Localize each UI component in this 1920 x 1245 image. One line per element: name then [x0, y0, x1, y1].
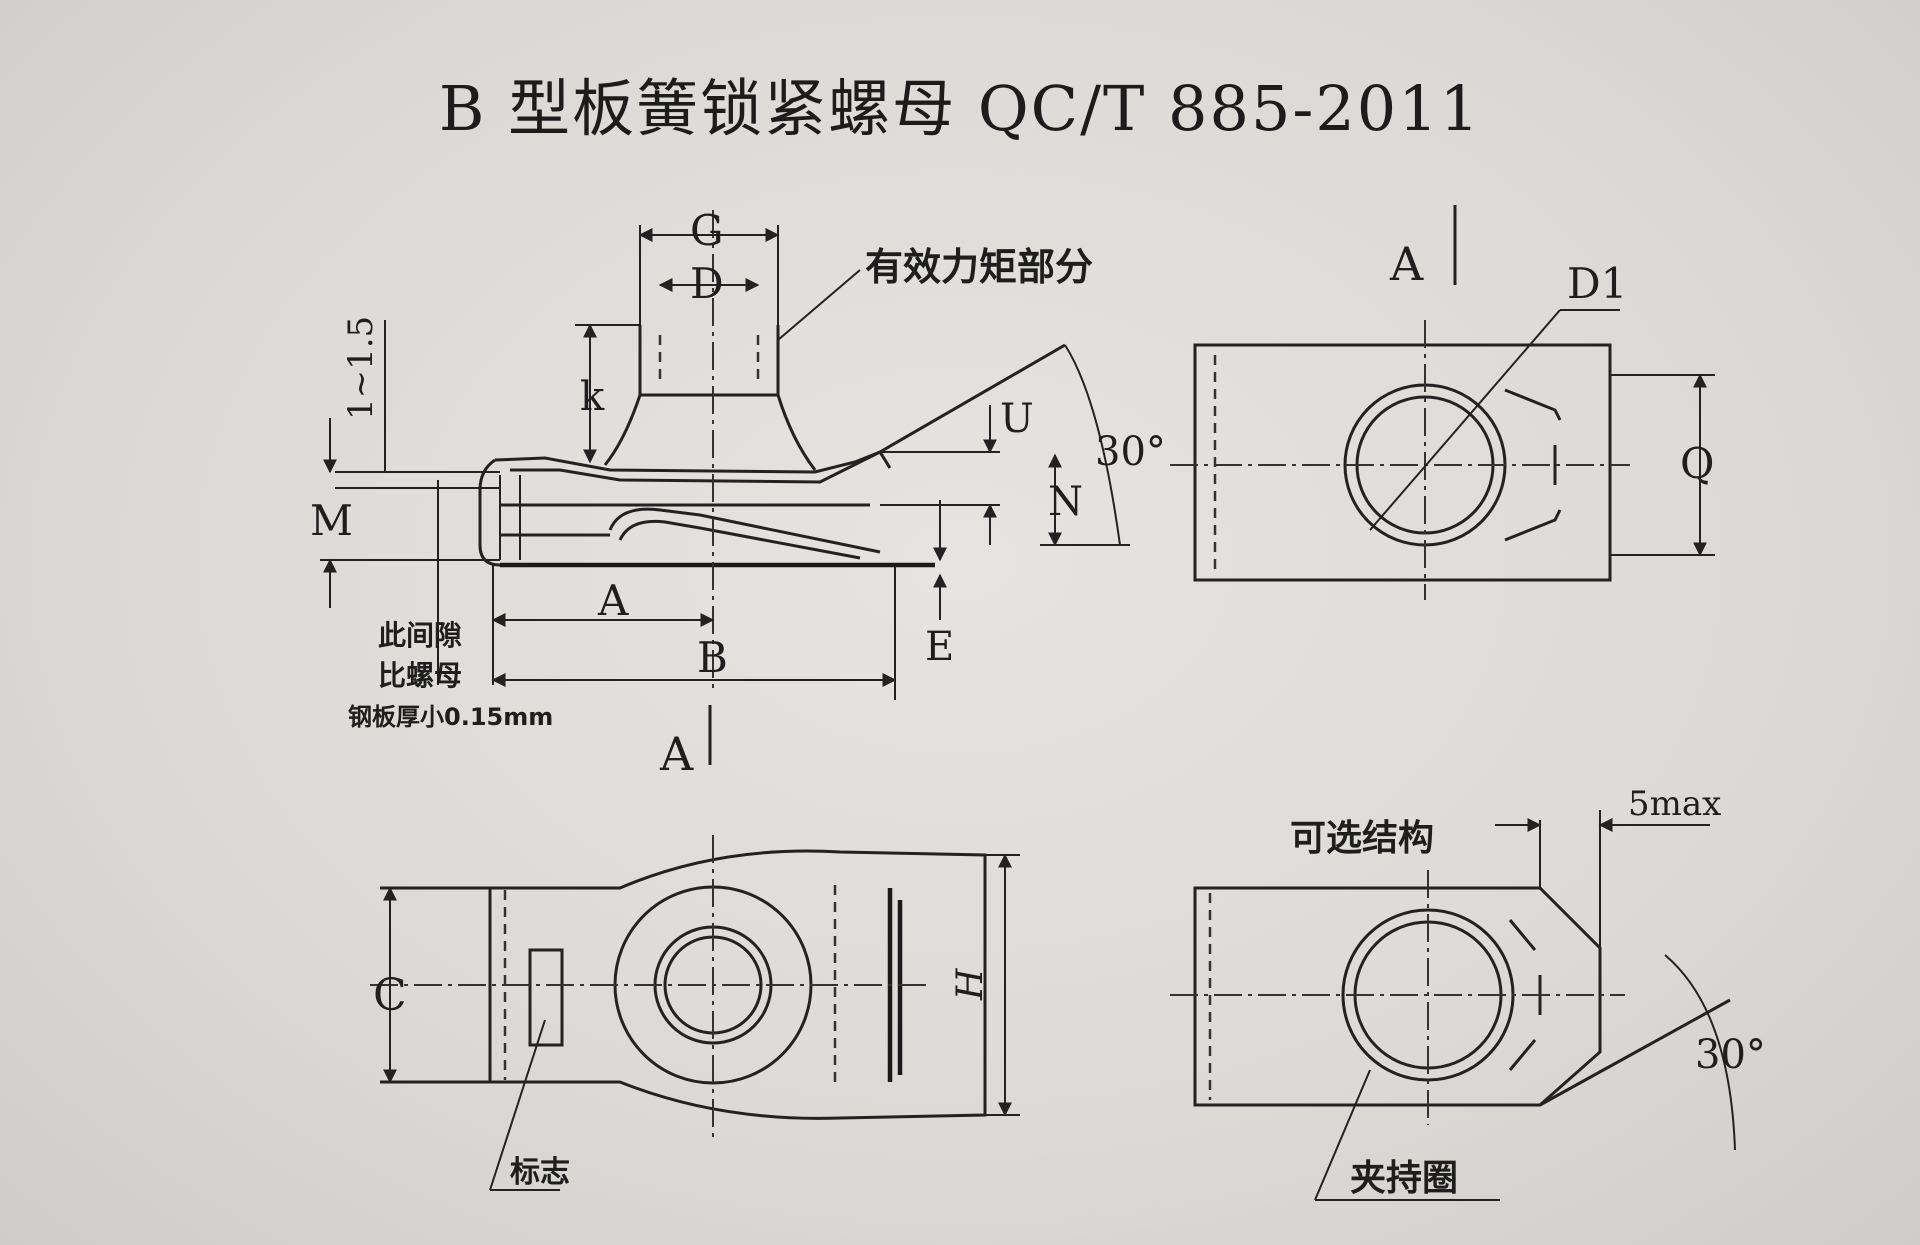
- optional-structure-label: 可选结构: [1290, 818, 1434, 859]
- section-A-top-label: A: [1389, 237, 1424, 291]
- angle-30-bottom-label: 30°: [1695, 1032, 1766, 1078]
- dimension-C-label: C: [373, 970, 407, 1021]
- effective-torque-label: 有效力矩部分: [865, 245, 1093, 289]
- gap-note-line-2: 比螺母: [378, 659, 462, 692]
- dimension-A-label: A: [597, 576, 629, 625]
- optional-structure-view: 5max 可选结构 30° 夹持圈: [1170, 784, 1766, 1201]
- dimension-G-label: G: [690, 206, 724, 255]
- drawing-title: B 型板簧锁紧螺母 QC/T 885-2011: [438, 72, 1482, 145]
- clamp-ring-label: 夹持圈: [1350, 1158, 1458, 1199]
- dimension-N-label: N: [1048, 479, 1083, 525]
- gap-note-line-3: 钢板厚小0.15mm: [348, 703, 553, 731]
- section-view-A: A D1 Q: [1170, 205, 1715, 600]
- dimension-U-label: U: [1000, 396, 1034, 442]
- range-1-1.5-label: 1~1.5: [341, 316, 381, 420]
- dimension-D1-label: D1: [1567, 259, 1627, 308]
- dimension-E-label: E: [925, 624, 954, 670]
- side-view: 30° G D 有效力矩部分 k 1~1.5 M: [310, 206, 1166, 781]
- five-max-label: 5max: [1628, 784, 1721, 824]
- top-view: C H 标志: [370, 835, 1020, 1191]
- dimension-B-label: B: [697, 633, 728, 682]
- dimension-Q-label: Q: [1680, 439, 1714, 488]
- gap-note-line-1: 此间隙: [378, 619, 462, 652]
- angle-30-side-label: 30°: [1095, 429, 1166, 475]
- dimension-H-label: H: [950, 968, 991, 1001]
- section-A-bottom-label: A: [659, 727, 694, 781]
- dimension-k-label: k: [580, 374, 605, 420]
- dimension-D-label: D: [690, 259, 724, 308]
- mark-label: 标志: [510, 1155, 570, 1190]
- dimension-M-label: M: [310, 496, 353, 545]
